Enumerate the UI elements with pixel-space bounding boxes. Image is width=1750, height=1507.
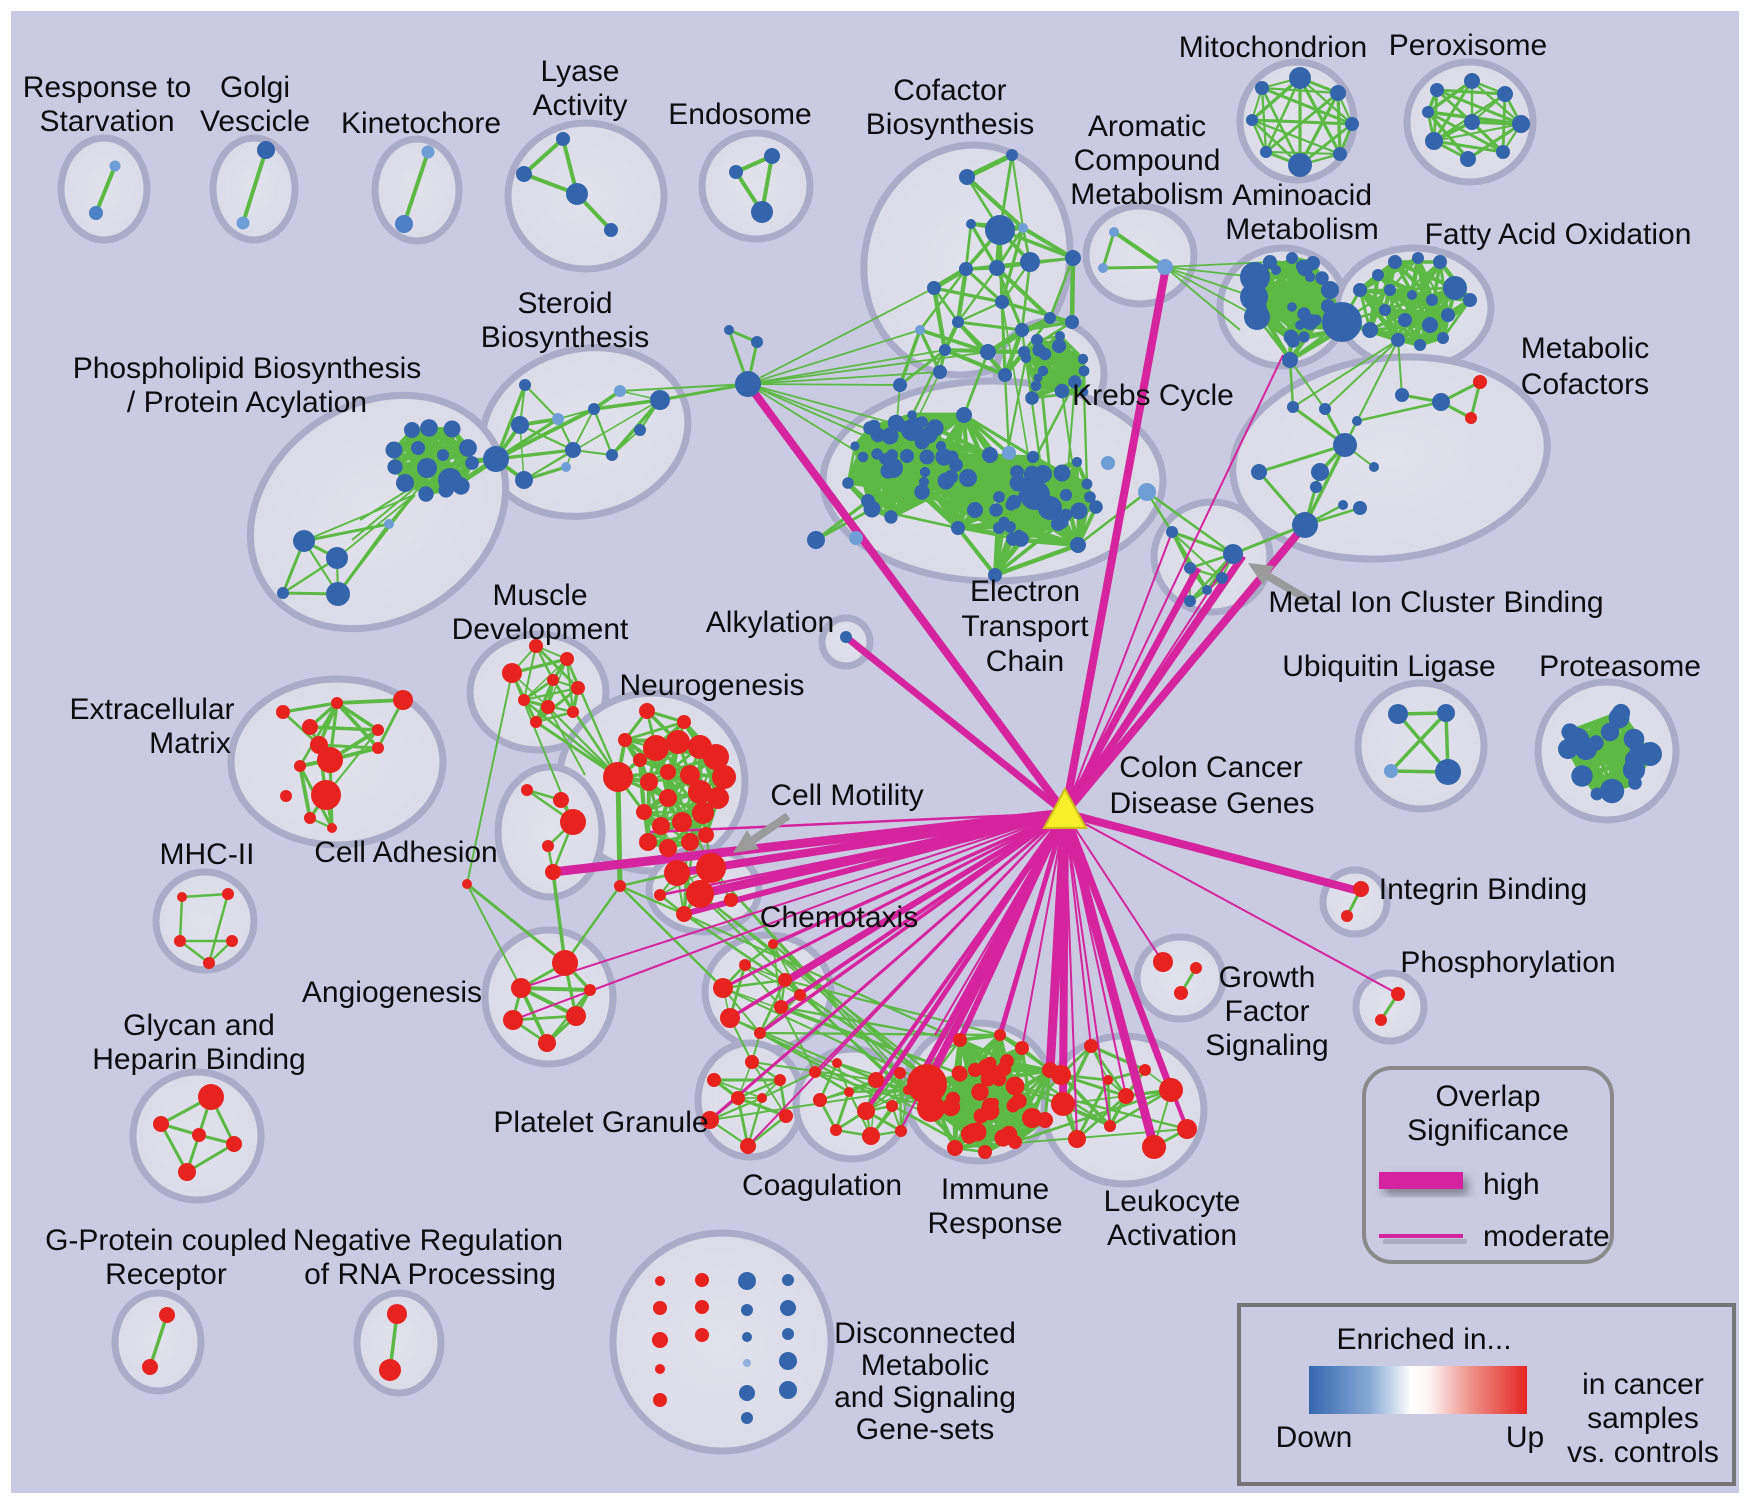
svg-text:Disease Genes: Disease Genes: [1109, 787, 1314, 820]
svg-text:Response: Response: [927, 1207, 1062, 1240]
svg-text:Cofactors: Cofactors: [1521, 368, 1649, 401]
svg-text:Peroxisome: Peroxisome: [1389, 29, 1547, 62]
svg-text:moderate: moderate: [1483, 1220, 1610, 1253]
svg-text:Metabolism: Metabolism: [1070, 178, 1223, 211]
svg-text:Steroid: Steroid: [517, 287, 612, 320]
svg-text:Heparin Binding: Heparin Binding: [92, 1043, 305, 1076]
svg-text:Phosphorylation: Phosphorylation: [1400, 946, 1615, 979]
svg-text:Aminoacid: Aminoacid: [1232, 179, 1372, 212]
svg-text:Golgi: Golgi: [220, 71, 290, 104]
svg-text:Metabolic: Metabolic: [1521, 332, 1649, 365]
svg-text:Platelet Granule: Platelet Granule: [493, 1106, 708, 1139]
svg-text:Cell Adhesion: Cell Adhesion: [314, 836, 497, 869]
svg-text:Neurogenesis: Neurogenesis: [619, 669, 804, 702]
svg-text:high: high: [1483, 1168, 1540, 1201]
svg-text:Significance: Significance: [1407, 1114, 1569, 1147]
svg-text:Response to: Response to: [23, 71, 191, 104]
svg-text:Biosynthesis: Biosynthesis: [866, 108, 1034, 141]
svg-text:Starvation: Starvation: [39, 105, 174, 138]
svg-text:Coagulation: Coagulation: [742, 1169, 902, 1202]
svg-text:Down: Down: [1276, 1421, 1353, 1454]
svg-text:Vescicle: Vescicle: [200, 105, 310, 138]
svg-text:Fatty Acid Oxidation: Fatty Acid Oxidation: [1425, 218, 1692, 251]
svg-text:samples: samples: [1587, 1402, 1699, 1435]
svg-text:Metabolism: Metabolism: [1225, 213, 1378, 246]
svg-text:Cell Motility: Cell Motility: [770, 779, 923, 812]
svg-text:vs. controls: vs. controls: [1567, 1436, 1719, 1469]
svg-text:Immune: Immune: [941, 1173, 1049, 1206]
svg-text:Mitochondrion: Mitochondrion: [1179, 31, 1367, 64]
svg-text:Metabolic: Metabolic: [861, 1349, 989, 1382]
svg-text:G-Protein coupled: G-Protein coupled: [45, 1224, 287, 1257]
svg-text:Kinetochore: Kinetochore: [341, 107, 501, 140]
svg-text:MHC-II: MHC-II: [160, 838, 255, 871]
svg-text:Ubiquitin Ligase: Ubiquitin Ligase: [1282, 650, 1495, 683]
svg-text:Angiogenesis: Angiogenesis: [302, 976, 482, 1009]
svg-text:Proteasome: Proteasome: [1539, 650, 1701, 683]
svg-text:Development: Development: [452, 613, 629, 646]
svg-text:Factor: Factor: [1224, 995, 1309, 1028]
svg-text:Muscle: Muscle: [492, 579, 587, 612]
svg-text:Compound: Compound: [1074, 144, 1221, 177]
svg-text:Disconnected: Disconnected: [834, 1317, 1016, 1350]
svg-text:Endosome: Endosome: [668, 98, 811, 131]
svg-text:Lyase: Lyase: [541, 55, 620, 88]
svg-text:Phospholipid Biosynthesis: Phospholipid Biosynthesis: [73, 352, 422, 385]
svg-text:/ Protein Acylation: / Protein Acylation: [127, 386, 367, 419]
svg-text:Biosynthesis: Biosynthesis: [481, 321, 649, 354]
svg-text:Overlap: Overlap: [1435, 1080, 1540, 1113]
svg-text:Receptor: Receptor: [105, 1258, 227, 1291]
svg-text:Cofactor: Cofactor: [893, 74, 1006, 107]
svg-text:Activation: Activation: [1107, 1219, 1237, 1252]
svg-text:Signaling: Signaling: [1205, 1029, 1328, 1062]
svg-text:Activity: Activity: [532, 89, 627, 122]
svg-text:Chemotaxis: Chemotaxis: [760, 901, 918, 934]
svg-text:Matrix: Matrix: [149, 727, 231, 760]
svg-text:Metal Ion Cluster Binding: Metal Ion Cluster Binding: [1268, 586, 1603, 619]
svg-text:Extracellular: Extracellular: [69, 693, 234, 726]
svg-text:Up: Up: [1506, 1421, 1544, 1454]
svg-text:Glycan and: Glycan and: [123, 1009, 275, 1042]
svg-text:Alkylation: Alkylation: [706, 606, 834, 639]
svg-text:Chain: Chain: [986, 645, 1064, 678]
svg-text:Gene-sets: Gene-sets: [856, 1413, 994, 1446]
svg-text:in cancer: in cancer: [1582, 1368, 1704, 1401]
svg-text:Integrin Binding: Integrin Binding: [1379, 873, 1587, 906]
svg-text:of RNA Processing: of RNA Processing: [304, 1258, 556, 1291]
svg-text:Enriched in...: Enriched in...: [1336, 1323, 1511, 1356]
svg-text:Growth: Growth: [1219, 961, 1316, 994]
svg-text:and Signaling: and Signaling: [834, 1381, 1016, 1414]
svg-text:Krebs Cycle: Krebs Cycle: [1072, 379, 1234, 412]
svg-text:Aromatic: Aromatic: [1088, 110, 1206, 143]
svg-text:Colon Cancer: Colon Cancer: [1119, 751, 1302, 784]
svg-text:Negative Regulation: Negative Regulation: [293, 1224, 563, 1257]
svg-text:Transport: Transport: [961, 610, 1089, 643]
svg-text:Electron: Electron: [970, 575, 1080, 608]
svg-text:Leukocyte: Leukocyte: [1104, 1185, 1241, 1218]
